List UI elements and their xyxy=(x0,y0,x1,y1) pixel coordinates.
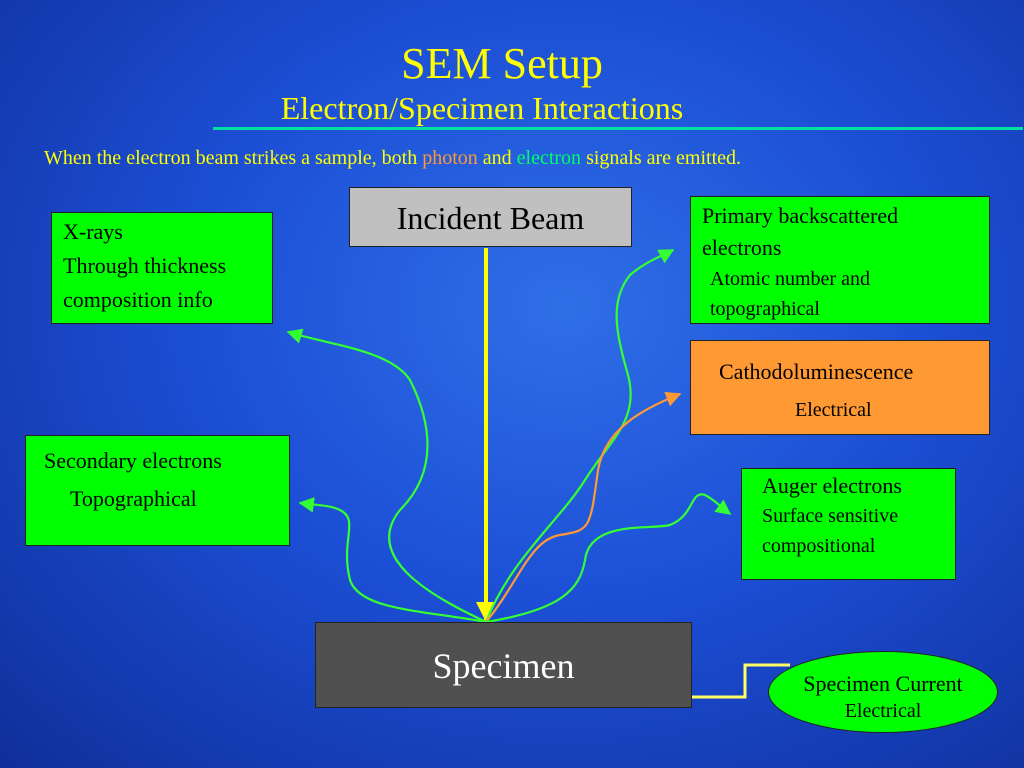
backscattered-electrons-box: Primary backscattered electrons Atomic n… xyxy=(690,196,990,324)
secondary-electrons-box: Secondary electrons Topographical xyxy=(25,435,290,546)
specimen-box: Specimen xyxy=(315,622,692,708)
backscatter-signal-arrow xyxy=(484,249,675,623)
xrays-title: X-rays xyxy=(63,219,123,244)
intro-text: When the electron beam strikes a sample,… xyxy=(44,147,741,170)
photon-word: photon xyxy=(422,147,478,169)
secondary-signal-arrow xyxy=(298,497,487,624)
intro-text-middle: and xyxy=(477,147,517,169)
auger-title: Auger electrons xyxy=(762,473,902,498)
cathodoluminescence-box: Cathodoluminescence Electrical xyxy=(690,340,990,435)
intro-text-after: signals are emitted. xyxy=(581,147,742,169)
backscatter-desc: Atomic number and xyxy=(710,268,870,290)
cathodo-desc: Electrical xyxy=(795,399,872,421)
xray-signal-arrow xyxy=(286,328,487,623)
backscatter-desc-2: topographical xyxy=(710,298,820,320)
backscatter-title: Primary backscattered xyxy=(702,203,899,228)
secondary-desc: Topographical xyxy=(70,486,197,511)
xrays-line2: Through thickness xyxy=(63,253,227,278)
auger-desc-2: compositional xyxy=(762,535,876,557)
cathodo-signal-arrow xyxy=(485,392,682,623)
intro-text-before: When the electron beam strikes a sample,… xyxy=(44,147,423,169)
auger-signal-arrow xyxy=(485,493,732,624)
title-divider xyxy=(213,127,1023,130)
secondary-title: Secondary electrons xyxy=(44,448,222,473)
slide-title: SEM Setup xyxy=(401,39,603,88)
specimen-current-ellipse: Specimen Current Electrical xyxy=(768,651,998,733)
specimen-current-title: Specimen Current xyxy=(803,671,963,696)
specimen-current-desc: Electrical xyxy=(844,700,922,722)
xrays-line3: composition info xyxy=(63,287,213,312)
slide-subtitle: Electron/Specimen Interactions xyxy=(280,90,684,126)
auger-desc: Surface sensitive xyxy=(762,505,899,527)
specimen-current-connector xyxy=(692,663,790,699)
auger-electrons-box: Auger electrons Surface sensitive compos… xyxy=(741,468,956,580)
xrays-box: X-rays Through thickness composition inf… xyxy=(51,212,273,324)
cathodo-title: Cathodoluminescence xyxy=(719,359,914,384)
backscatter-title-2: electrons xyxy=(702,235,782,260)
incident-beam-box: Incident Beam xyxy=(349,187,632,247)
electron-word: electron xyxy=(516,147,582,169)
